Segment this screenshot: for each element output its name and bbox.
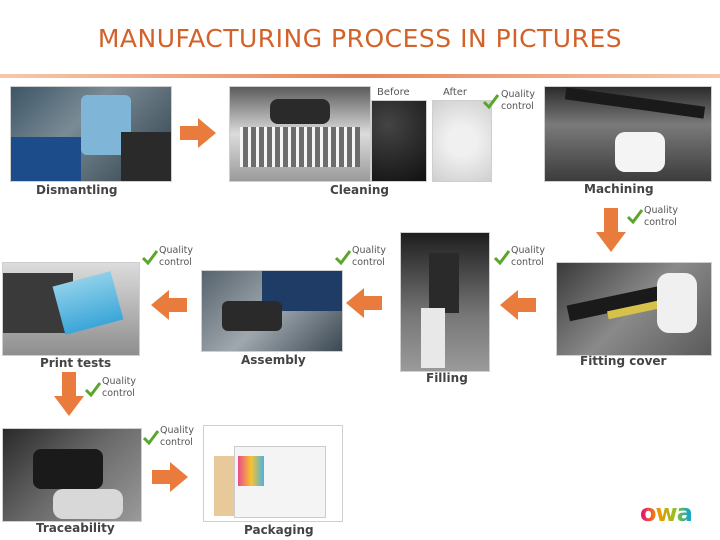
cleaning-photo (229, 86, 371, 182)
traceability-label: Traceability (36, 521, 115, 535)
cleaning-label: Cleaning (330, 183, 389, 197)
arrow-right-icon (180, 118, 216, 148)
check-icon (493, 250, 511, 266)
owa-logo: owa (640, 499, 693, 527)
machining-label: Machining (584, 182, 654, 196)
before-photo (371, 100, 427, 182)
check-icon (84, 382, 102, 398)
before-label: Before (377, 87, 410, 98)
check-icon (142, 430, 160, 446)
print-tests-label: Print tests (40, 356, 112, 370)
arrow-left-icon (346, 288, 382, 318)
filling-label: Filling (426, 371, 468, 385)
assembly-photo (201, 270, 343, 352)
machining-photo (544, 86, 712, 182)
fitting-cover-label: Fitting cover (580, 354, 667, 368)
arrow-down-icon (596, 208, 626, 252)
check-icon (482, 94, 500, 110)
arrow-left-icon (151, 290, 187, 320)
after-label: After (443, 87, 468, 98)
packaging-label: Packaging (244, 523, 314, 537)
arrow-left-icon (500, 290, 536, 320)
after-photo (432, 100, 492, 182)
print-tests-photo (2, 262, 140, 356)
check-icon (141, 250, 159, 266)
packaging-photo (203, 425, 343, 522)
traceability-photo (2, 428, 142, 522)
title-divider (0, 74, 720, 78)
dismantling-label: Dismantling (36, 183, 118, 197)
dismantling-photo (10, 86, 172, 182)
page-title: MANUFACTURING PROCESS IN PICTURES (97, 24, 623, 53)
fitting-cover-photo (556, 262, 712, 356)
arrow-right-icon (152, 462, 188, 492)
assembly-label: Assembly (241, 353, 306, 367)
check-icon (626, 209, 644, 225)
arrow-down-icon (54, 372, 84, 416)
check-icon (334, 250, 352, 266)
filling-photo (400, 232, 490, 372)
